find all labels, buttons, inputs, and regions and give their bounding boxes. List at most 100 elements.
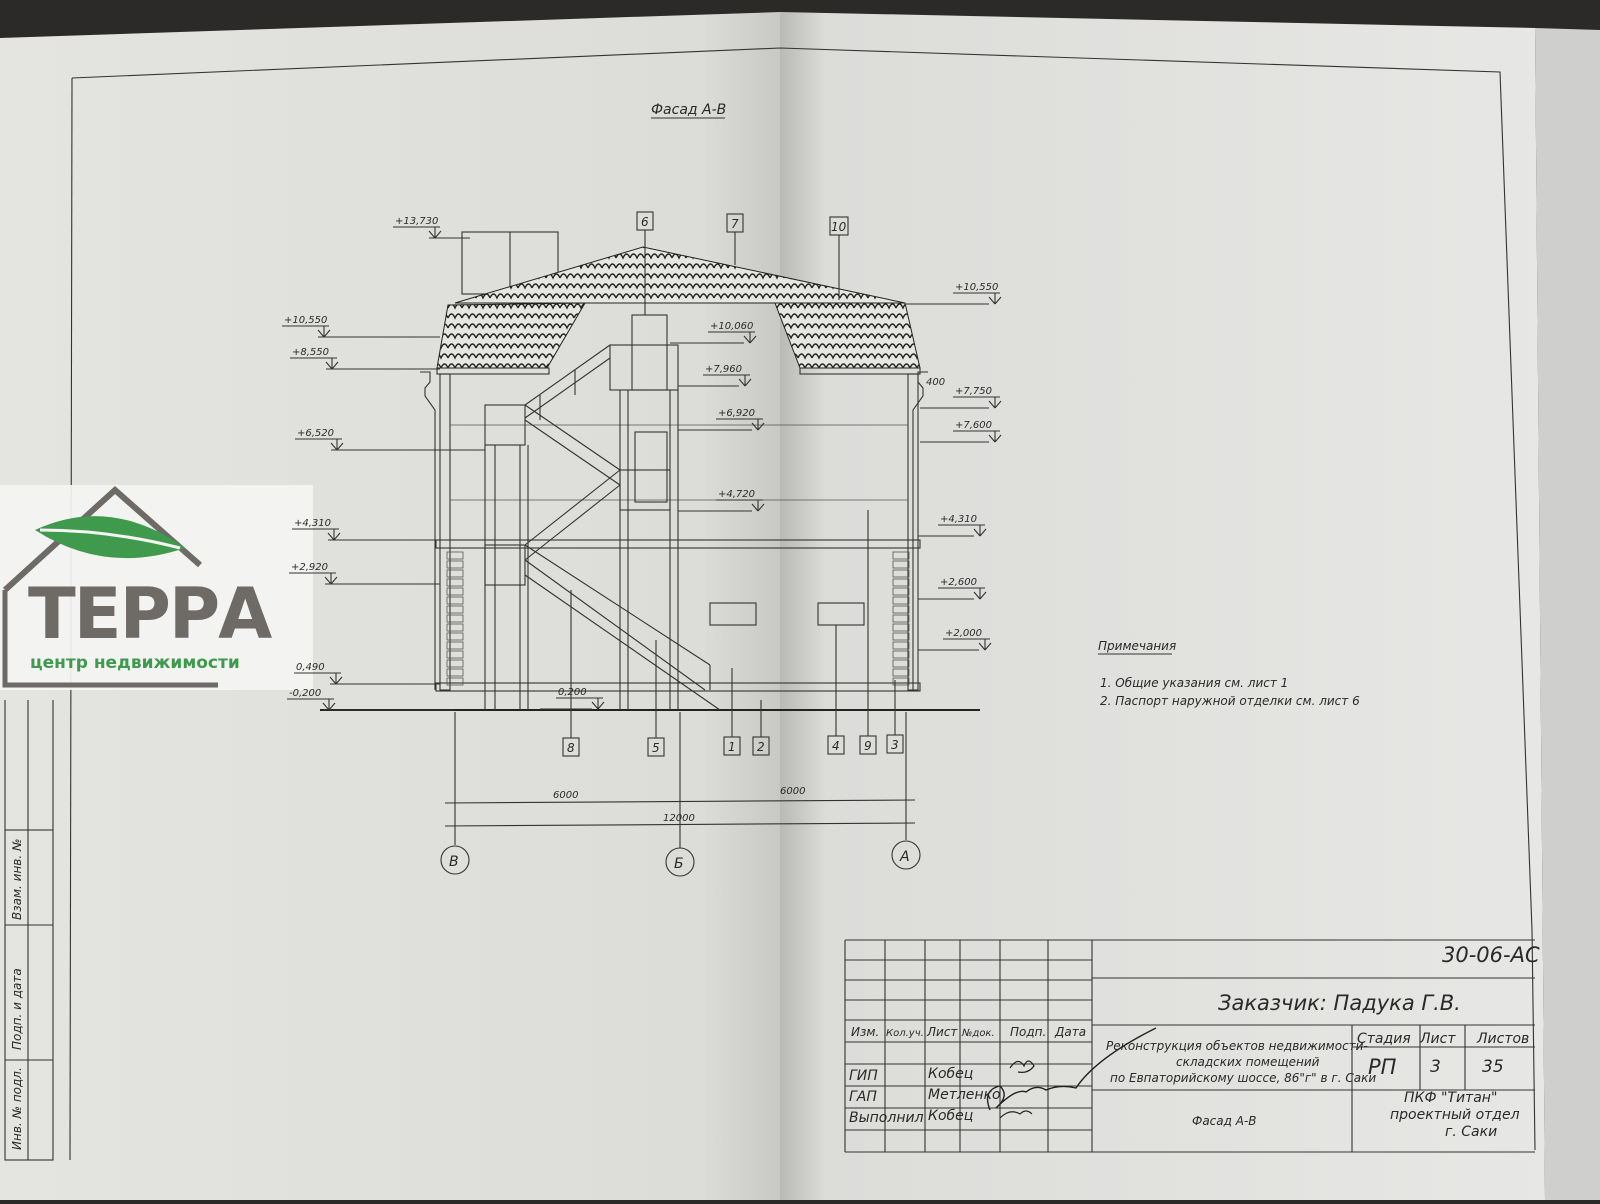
- grid-axes: В Б А: [440, 840, 921, 877]
- elevation-arrow: [757, 503, 765, 512]
- axis-label: В: [449, 854, 459, 870]
- dimension-label: 6000: [780, 786, 805, 797]
- elevation-arrow: [988, 400, 996, 409]
- staff-name: Кобец: [928, 1108, 973, 1124]
- staff-role: Выполнил: [849, 1110, 924, 1126]
- brick: [446, 587, 464, 596]
- drawing-title: Фасад А-В: [651, 102, 726, 118]
- brick: [892, 596, 910, 605]
- column-header: Подп.: [1010, 1025, 1046, 1039]
- axis-label: Б: [674, 856, 684, 872]
- elevation-arrow: [744, 378, 752, 387]
- brick: [892, 560, 910, 569]
- elevation-arrow: [333, 532, 341, 541]
- organization-line: проектный отдел: [1390, 1107, 1520, 1123]
- downpipe-left: [420, 371, 436, 690]
- sheet-name: Фасад А-В: [1192, 1114, 1257, 1128]
- wall-left: [439, 373, 451, 691]
- project-line: складских помещений: [1176, 1055, 1320, 1069]
- sheet-value: 3: [1430, 1057, 1441, 1077]
- roof-upper: [454, 246, 906, 304]
- callout-number: 2: [757, 740, 765, 754]
- elevation-arrow: [751, 503, 759, 512]
- elevation-arrow: [335, 676, 343, 685]
- note-item: 2. Паспорт наружной отделки см. лист 6: [1100, 694, 1360, 708]
- sheet-label: Лист: [1419, 1031, 1456, 1047]
- door-upper: [631, 314, 668, 391]
- elevation-label: +6,920: [718, 408, 755, 419]
- notes-heading: Примечания: [1098, 639, 1176, 653]
- callout-number: 4: [832, 739, 840, 753]
- dimension-label: 12000: [663, 813, 695, 824]
- stage-label: Стадия: [1357, 1031, 1411, 1047]
- column-header: №док.: [961, 1028, 995, 1039]
- elevation-label: +7,750: [955, 386, 992, 397]
- brick: [892, 650, 910, 659]
- elevation-label: 0,200: [558, 687, 587, 698]
- sheets-label: Листов: [1476, 1031, 1529, 1047]
- door-middle: [634, 431, 668, 503]
- building-elevation: [320, 231, 980, 711]
- brick: [892, 569, 910, 578]
- column-header: Кол.уч.: [886, 1028, 924, 1039]
- elevation-label: +10,550: [955, 282, 998, 293]
- elevation-label: +4,720: [718, 489, 755, 500]
- callout-number: 1: [728, 740, 736, 754]
- elevation-arrow: [597, 701, 605, 710]
- elevation-arrow: [743, 335, 751, 344]
- callout-number: 5: [652, 741, 660, 755]
- elevation-arrow: [327, 532, 335, 541]
- signatures: [986, 1027, 1157, 1119]
- elevation-arrow: [336, 442, 344, 451]
- brick: [446, 578, 464, 587]
- elevation-arrow: [322, 702, 330, 711]
- elevation-label: -0,200: [289, 688, 321, 699]
- window-2: [817, 602, 865, 626]
- notes: Примечания 1. Общие указания см. лист 1 …: [1098, 639, 1360, 708]
- brand-tagline: центр недвижимости: [30, 653, 240, 673]
- project-line: по Евпаторийскому шоссе, 86"г" в г. Саки: [1110, 1071, 1376, 1085]
- elevation-label: +4,310: [294, 518, 331, 529]
- callout-markers: 6 7 10 8 5 1 2 4 9 3: [562, 211, 904, 757]
- elevation-arrow: [330, 576, 338, 585]
- brick: [446, 659, 464, 668]
- elevation-arrow: [317, 329, 325, 338]
- callout-number: 3: [891, 738, 899, 752]
- note-item: 1. Общие указания см. лист 1: [1100, 676, 1288, 690]
- elevation-arrow: [973, 591, 981, 600]
- elevation-label: 400: [926, 377, 945, 388]
- elevation-label: +8,550: [292, 347, 329, 358]
- brick: [446, 614, 464, 623]
- brick: [446, 551, 464, 560]
- callout-number: 6: [641, 215, 649, 229]
- brick: [892, 605, 910, 614]
- elevation-arrow: [329, 676, 337, 685]
- organization-line: ПКФ "Титан": [1404, 1090, 1497, 1106]
- elevation-marks-right: +10,550 +10,060 +7,960 +6,920 +4,720 +7,…: [540, 282, 1002, 710]
- brick: [446, 650, 464, 659]
- elevation-arrow: [330, 442, 338, 451]
- elevation-arrow: [988, 296, 996, 305]
- elevation-arrow: [978, 642, 986, 651]
- brick: [892, 659, 910, 668]
- column-header: Дата: [1054, 1025, 1086, 1039]
- elevation-arrow: [434, 230, 442, 239]
- callout-number: 9: [864, 739, 872, 753]
- elevation-label: 0,490: [296, 662, 325, 673]
- elevation-arrow: [979, 591, 987, 600]
- elevation-arrow: [323, 329, 331, 338]
- brick: [446, 641, 464, 650]
- elevation-arrow: [994, 400, 1002, 409]
- watermark-logo: ТЕРРА центр недвижимости: [0, 485, 313, 690]
- title-block: 30-06-АС Заказчик: Падука Г.В. Изм. Кол.…: [844, 939, 1540, 1153]
- brick: [446, 632, 464, 641]
- elevation-label: +10,550: [284, 315, 327, 326]
- elevation-arrow: [428, 230, 436, 239]
- brick: [446, 569, 464, 578]
- brick: [892, 668, 910, 677]
- dimension-label: 6000: [553, 790, 578, 801]
- elevation-arrow: [738, 378, 746, 387]
- brick: [892, 587, 910, 596]
